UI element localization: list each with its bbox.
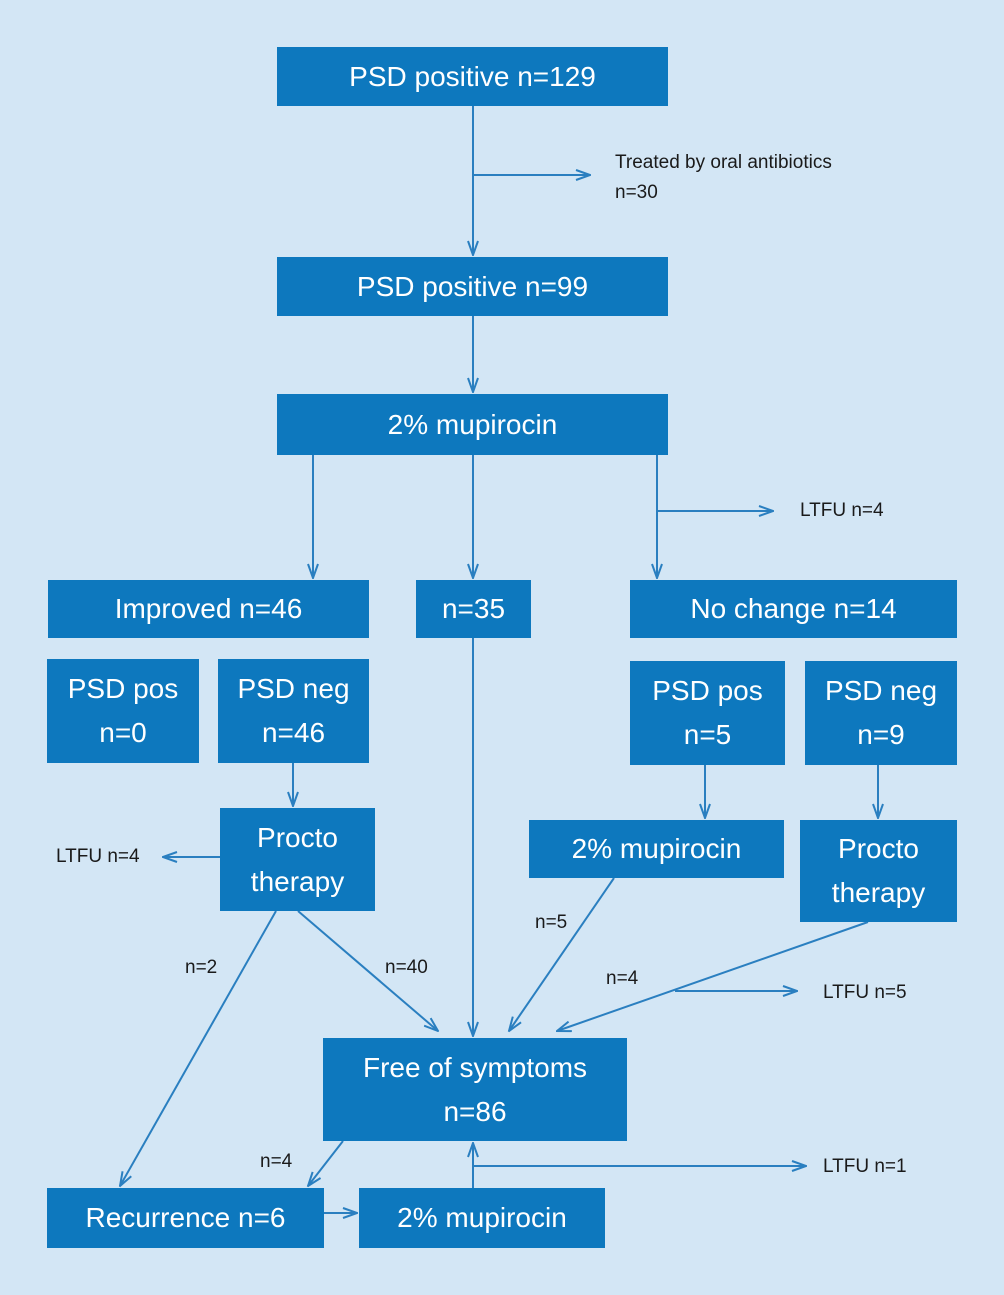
- box-improved-psd-neg: PSD neg n=46: [218, 659, 369, 763]
- box-label: 2% mupirocin: [397, 1202, 567, 1233]
- box-label-line1: PSD pos: [67, 673, 179, 704]
- box-no-change: No change n=14: [630, 580, 957, 638]
- box-label: Improved n=46: [114, 593, 303, 624]
- label-n-recurrence-path: n=2: [185, 957, 218, 978]
- box-psd-positive-129: PSD positive n=129: [277, 47, 668, 106]
- box-label-line1: Free of symptoms: [362, 1051, 588, 1083]
- label-line2: n=30: [615, 182, 658, 203]
- box-label-line2: n=9: [857, 719, 905, 750]
- box-label-line2: n=46: [261, 717, 326, 748]
- box-middle-35: n=35: [416, 580, 531, 638]
- box-free-of-symptoms: Free of symptoms n=86: [323, 1038, 627, 1141]
- box-proctotherapy-right: Procto therapy: [800, 820, 957, 922]
- box-label-line1: Procto: [257, 821, 338, 853]
- box-label-line2: n=5: [683, 719, 732, 750]
- label-ltfu-procto-right: LTFU n=5: [823, 982, 907, 1003]
- box-improved-psd-pos: PSD pos n=0: [47, 659, 199, 763]
- box-label-line2: therapy: [250, 865, 345, 897]
- box-mupirocin-right: 2% mupirocin: [529, 820, 784, 878]
- box-label-line2: n=0: [99, 717, 147, 748]
- box-label-line1: PSD neg: [824, 675, 938, 706]
- box-label-line1: PSD pos: [652, 675, 763, 706]
- box-recurrence: Recurrence n=6: [47, 1188, 324, 1248]
- label-ltfu-mupirocin: LTFU n=4: [800, 500, 884, 521]
- box-label: 2% mupirocin: [571, 833, 742, 864]
- box-mupirocin-bottom: 2% mupirocin: [359, 1188, 605, 1248]
- box-label-line1: Procto: [838, 833, 919, 864]
- box-label: No change n=14: [690, 593, 897, 624]
- arrow-mupirocin-right-to-free: [509, 877, 615, 1031]
- arrow-free-to-recurrence: [308, 1140, 344, 1186]
- box-mupirocin-1: 2% mupirocin: [277, 394, 668, 455]
- box-label-line1: PSD neg: [237, 673, 350, 704]
- label-n-free-to-recurrence: n=4: [260, 1151, 293, 1172]
- box-nochange-psd-pos: PSD pos n=5: [630, 661, 785, 765]
- box-label-line2: therapy: [831, 877, 926, 908]
- label-ltfu-procto-left: LTFU n=4: [56, 846, 140, 867]
- label-oral-antibiotics: Treated by oral antibiotics n=30: [615, 148, 832, 208]
- box-improved: Improved n=46: [48, 580, 369, 638]
- arrow-procto-to-free: [297, 910, 438, 1031]
- box-label: 2% mupirocin: [387, 408, 558, 440]
- label-n-free-from-procto-right: n=4: [606, 968, 639, 989]
- label-n-free-from-mupirocin: n=5: [535, 912, 568, 933]
- box-nochange-psd-neg: PSD neg n=9: [805, 661, 957, 765]
- box-label: Recurrence n=6: [85, 1202, 286, 1233]
- box-label: PSD positive n=129: [349, 60, 596, 92]
- box-label-line2: n=86: [443, 1095, 507, 1127]
- label-line1: Treated by oral antibiotics: [615, 152, 832, 173]
- label-ltfu-bottom: LTFU n=1: [823, 1156, 907, 1177]
- box-label: n=35: [441, 593, 506, 624]
- box-proctotherapy-left: Procto therapy: [220, 808, 375, 911]
- box-psd-positive-99: PSD positive n=99: [277, 257, 668, 316]
- arrow-procto-right-to-free: [557, 921, 869, 1031]
- box-label: PSD positive n=99: [356, 270, 589, 302]
- arrow-procto-to-recurrence: [120, 910, 277, 1186]
- label-n-free-from-procto: n=40: [385, 957, 428, 978]
